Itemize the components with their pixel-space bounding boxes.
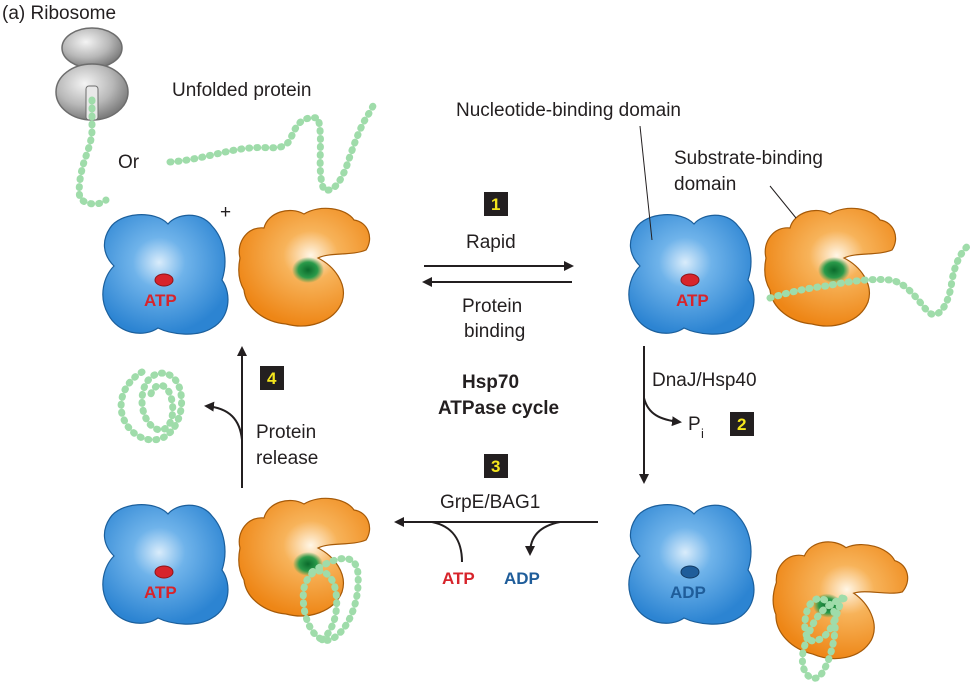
nascent-chain xyxy=(75,96,110,208)
cycle-title-line2: ATPase cycle xyxy=(438,398,559,419)
hsp70-atp-release: ATP xyxy=(102,497,371,625)
step-2: DnaJ/Hsp40 P i 2 xyxy=(639,346,757,484)
bound-substrate-bottom-right xyxy=(799,594,850,682)
or-label: Or xyxy=(118,152,140,173)
step-1-rapid: Rapid xyxy=(466,232,516,253)
step-2-label: DnaJ/Hsp40 xyxy=(652,370,757,391)
step-2-badge xyxy=(730,412,754,436)
step-4-badge xyxy=(260,366,284,390)
pi-subscript: i xyxy=(701,426,704,441)
step-4-release: release xyxy=(256,448,318,469)
bound-substrate-top-right xyxy=(766,240,974,318)
unfolded-protein xyxy=(166,100,378,194)
adp-out-arrow xyxy=(525,521,561,556)
hsp70-adp-closed: ADP xyxy=(628,504,913,669)
step-4: 4 Protein release xyxy=(204,346,318,488)
sbd-label-line1: Substrate-binding xyxy=(674,148,823,169)
sbd-leader-line xyxy=(769,185,797,219)
step-2-number: 2 xyxy=(737,415,746,434)
ribosome xyxy=(55,27,129,121)
atp-in-curve xyxy=(431,521,463,563)
atp-label-top-right: ATP xyxy=(676,291,709,310)
step-3-label: GrpE/BAG1 xyxy=(440,492,540,513)
step-1-binding: binding xyxy=(464,321,525,342)
nbd-label: Nucleotide-binding domain xyxy=(456,100,681,121)
pi-release-arrow xyxy=(643,397,682,427)
panel-label: (a) Ribosome xyxy=(2,3,116,24)
nbd-leader-line xyxy=(639,125,653,241)
pi-label: P xyxy=(688,414,701,435)
adp-label-bottom-right: ADP xyxy=(670,583,706,602)
released-folded-protein xyxy=(117,368,185,444)
step-4-protein: Protein xyxy=(256,422,316,443)
step-1-number: 1 xyxy=(491,195,500,214)
protein-release-arrow xyxy=(204,401,243,441)
atp-label-top-left: ATP xyxy=(144,291,177,310)
step-3-badge xyxy=(484,454,508,478)
releasing-substrate xyxy=(299,555,362,644)
sbd-label-line2: domain xyxy=(674,174,736,195)
step-1-badge xyxy=(484,192,508,216)
step-4-number: 4 xyxy=(267,369,277,388)
hsp70-atp-open: ATP xyxy=(102,207,371,335)
atp-label-bottom-left: ATP xyxy=(144,583,177,602)
step-3-adp: ADP xyxy=(504,569,540,588)
step-3: 3 GrpE/BAG1 ATP ADP xyxy=(394,454,598,588)
step-3-atp: ATP xyxy=(442,569,475,588)
hsp70-atp-substrate: ATP xyxy=(628,207,897,335)
plus-sign: + xyxy=(220,202,231,223)
step-3-number: 3 xyxy=(491,457,500,476)
cycle-title-line1: Hsp70 xyxy=(462,372,519,393)
step-1: 1 Rapid Protein binding xyxy=(422,192,574,342)
step-1-protein: Protein xyxy=(462,296,522,317)
unfolded-protein-label: Unfolded protein xyxy=(172,80,311,101)
